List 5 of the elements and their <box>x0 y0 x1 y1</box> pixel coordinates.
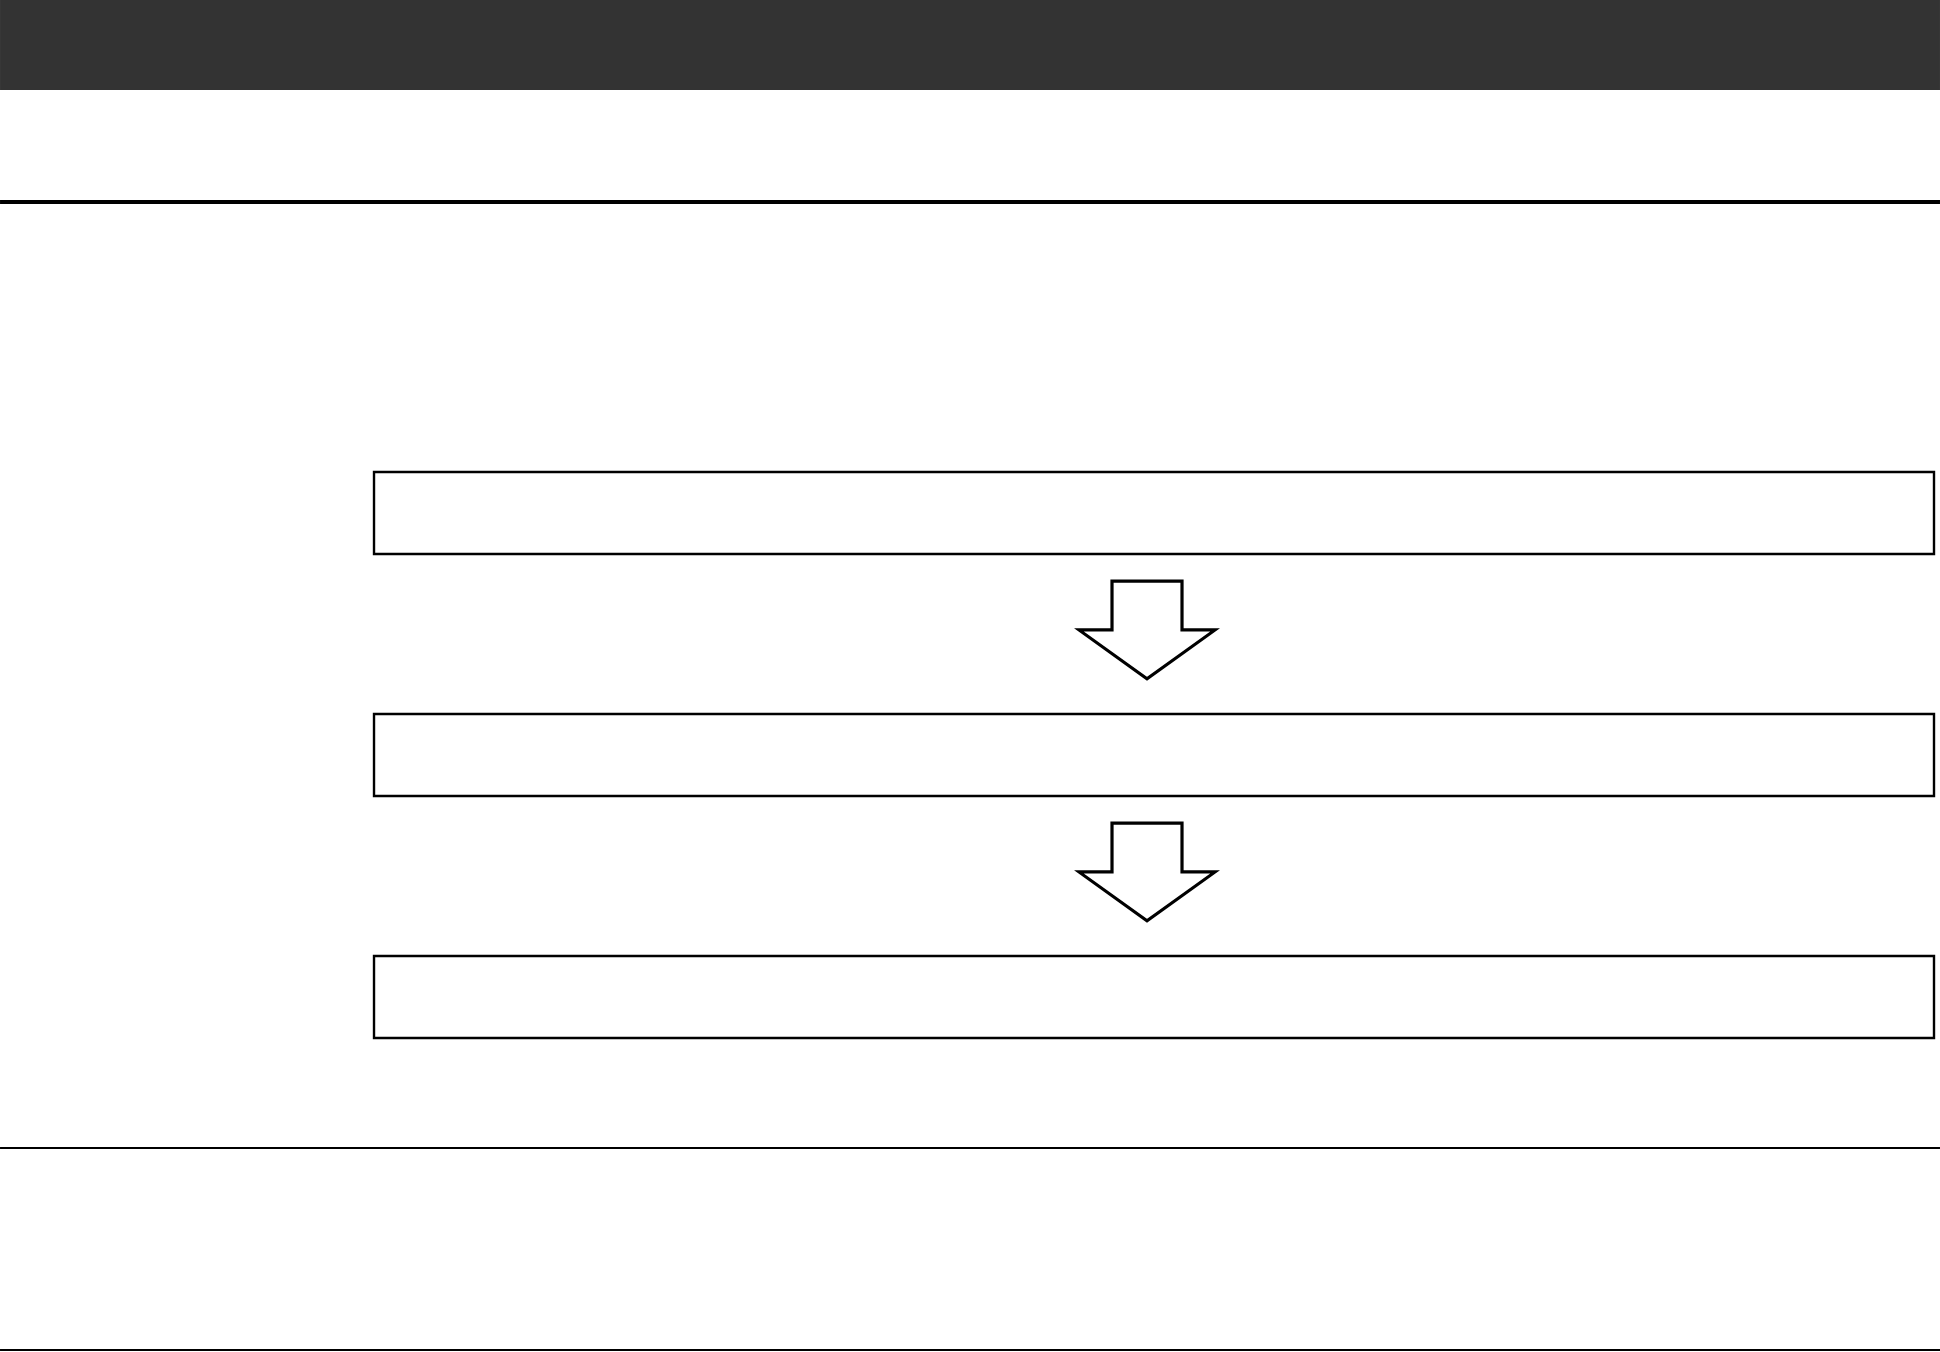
flow-box <box>372 470 1936 556</box>
flow-box <box>372 954 1936 1040</box>
flow-box <box>372 712 1936 798</box>
block-arrow <box>1074 579 1220 681</box>
block-arrow <box>1074 821 1220 923</box>
